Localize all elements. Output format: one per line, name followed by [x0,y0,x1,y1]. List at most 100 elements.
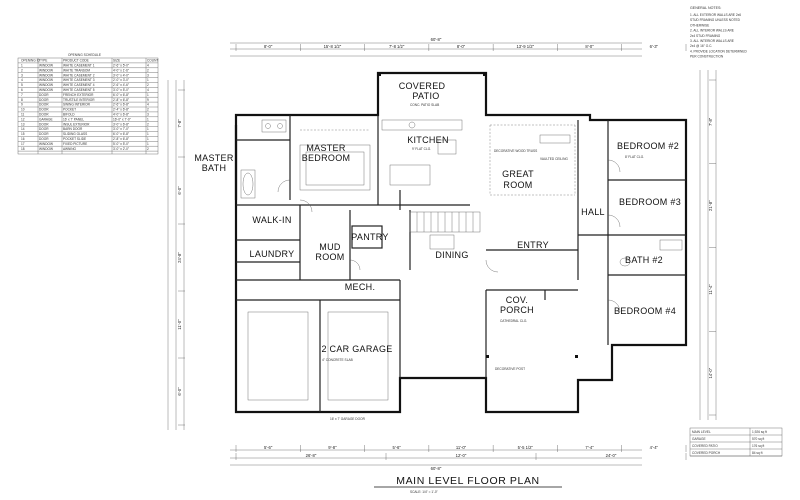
drawing-title: MAIN LEVEL FLOOR PLAN [396,475,540,487]
overall-width-bottom: 60'-8" [431,466,442,471]
dimension-label: 11'-0" [456,445,467,450]
schedule-cell: 2 [147,122,149,126]
schedule-cell: 9 [147,98,149,102]
note-dec-post: DECORATIVE POST [495,367,525,371]
schedule-cell: 2 [147,83,149,87]
room-hall: HALL [581,207,605,217]
room-walk-in: WALK-IN [252,215,291,225]
schedule-cell: WHITE CASEMENT 5 [63,88,95,92]
interior-walls [236,115,686,412]
schedule-cell: 1 [147,142,149,146]
general-note-line: 1. ALL EXTERIOR WALLS ARE 2x6 [690,13,741,17]
general-note-line: PER CONSTRUCTION [690,55,724,59]
schedule-cell: 3'-0" x 6'-8" [113,122,129,126]
schedule-cell: 4'-0" x 1'-6" [113,68,129,72]
area-label: COVERED PATIO [692,444,718,448]
schedule-header: SIZE [113,59,120,63]
room-cov-porch-line1: COV. [506,295,528,305]
room-bedroom-2: BEDROOM #2 [617,141,679,151]
dimension-label: 8'-0" [264,44,273,49]
dimension-label: 21'-8" [708,200,713,211]
schedule-cell: WHITE CASEMENT 1 [63,64,95,68]
general-note-line: 3. ALL INTERIOR WALLS ARE [690,39,734,43]
schedule-cell: WHITE CASEMENT 3 [63,78,95,82]
schedule-cell: 4 [147,103,149,107]
room-mud-room-line2: ROOM [315,252,344,262]
room-bedroom-4: BEDROOM #4 [614,306,676,316]
dimension-label: 12'-0" [456,453,467,458]
dimension-label: 13'-9 1/2" [516,44,534,49]
note-garage-slab: 4" CONCRETE SLAB [322,358,353,362]
dimension-label: 24'-0" [606,453,617,458]
schedule-cell: 6'-0" x 6'-8" [113,93,129,97]
room-cov-porch-line2: PORCH [500,305,534,315]
schedule-header: PRODUCT CODE [63,59,89,63]
schedule-cell: 18 [21,147,25,151]
note-garage-door: 16' x 7' GARAGE DOOR [330,417,366,421]
schedule-cell: 7 [21,93,23,97]
schedule-cell: WHITE CASEMENT 2 [63,73,95,77]
dimension-label: 5'-6" [264,445,273,450]
schedule-title: OPENING SCHEDULE [68,53,101,57]
dimension-label: 6'-3" [650,44,659,49]
dimension-label: 9'-8" [328,445,337,450]
schedule-cell: DOOR [39,93,49,97]
schedule-cell: WHITE CASEMENT 4 [63,83,95,87]
schedule-cell: 5'-0" x 5'-0" [113,142,129,146]
note-patio-slab: CONC. PATIO SLAB [410,103,439,107]
note-kitchen-clg: 9' FLAT CLG. [412,147,431,151]
dimension-label: 24'-8" [177,252,182,263]
schedule-cell: 2'-0" x 3'-0" [113,78,129,82]
dimension-label: 6'-0" [177,186,182,195]
schedule-cell: FRENCH EXTERIOR [63,93,94,97]
schedule-cell: 4'-0" x 6'-8" [113,113,129,117]
schedule-cell: 4 [21,78,23,82]
schedule-cell: 1 [147,117,149,121]
schedule-cell: DOOR [39,113,49,117]
room-master-bedroom-line2: BEDROOM [302,153,351,163]
schedule-cell: 3'-0" x 5'-0" [113,88,129,92]
room-pantry: PANTRY [351,232,388,242]
schedule-cell: WINDOW [39,88,53,92]
area-value: 570 sq ft [752,437,764,441]
schedule-cell: 4 [147,88,149,92]
schedule-cell: POCKET [63,108,76,112]
general-note-line: 2x4 @ 16" O.C. [690,44,712,48]
dimension-label: 7'-8" [708,117,713,126]
schedule-cell: 16'-0" x 7'-0" [113,117,131,121]
room-entry: ENTRY [517,240,549,250]
schedule-cell: TRUSTILE INTERIOR [63,98,95,102]
schedule-cell: 2 [147,108,149,112]
schedule-cell: DOOR [39,108,49,112]
dimension-label: 7'-4" [585,445,594,450]
room-bedroom-3: BEDROOM #3 [619,197,681,207]
area-label: GARAGE [692,437,706,441]
schedule-cell: 6 [21,88,23,92]
schedule-cell: 2 [21,68,23,72]
room-bath-2: BATH #2 [625,255,663,265]
schedule-cell: DOOR [39,98,49,102]
dimension-label: 6'-0" [177,387,182,396]
room-mud-room-line1: MUD [319,242,341,252]
schedule-cell: FIXED PICTURE [63,142,87,146]
schedule-cell: DOOR [39,137,49,141]
schedule-header: OPENING ID [21,59,40,63]
drawing-scale: SCALE: 1/4" = 1'-0" [410,490,438,494]
schedule-cell: 2 [147,147,149,151]
area-value: 176 sq ft [752,444,764,448]
note-great-clg: DECORATIVE WOOD TRUSS [494,149,537,153]
schedule-cell: 3'-0" x 7'-0" [113,127,129,131]
schedule-cell: BARN DOOR [63,127,83,131]
schedule-cell: SLIDING GLASS [63,132,87,136]
schedule-cell: WINDOW [39,68,53,72]
room-master-bath-line1: MASTER [194,153,234,163]
dimension-label: 26'-8" [306,453,317,458]
general-note-line: 2x4 STUD FRAMING [690,34,721,38]
schedule-cell: 2'-6" x 4'-6" [113,83,129,87]
general-note-line: 4. PROVIDE LOCATION DETERMINED [690,49,747,53]
schedule-cell: SWING INTERIOR [63,103,91,107]
schedule-cell: POCKET SLIDE [63,137,86,141]
schedule-cell: 2'-8" x 6'-8" [113,98,129,102]
